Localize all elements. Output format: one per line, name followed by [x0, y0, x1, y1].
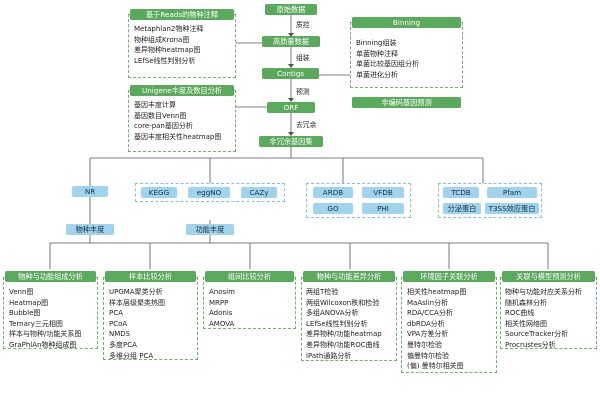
analysis-item: 多组ANOVA分析 [306, 309, 359, 318]
analysis-item: 两组Wilcoxon秩和检验 [306, 298, 380, 307]
analysis-item: GraPhlAn物种组成图 [9, 340, 77, 349]
analysis-panel-sample-compare: UPGMA聚类分析 样本层级聚类热图 PCA PCoA NMDS 多度PCA 多… [103, 277, 198, 360]
analysis-item: Venn图 [9, 288, 34, 296]
reads-item: Metaphlan2物种注释 [134, 25, 204, 33]
flow-predict-label: 预测 [296, 88, 310, 96]
analysis-item: LEfSe线性判别分析 [306, 319, 368, 328]
analysis-item: ROC曲线 [505, 309, 535, 318]
analysis-panel-environment: 相关性heatmap图 MaAslin分析 RDA/CCA分析 dbRDA分析 … [401, 277, 497, 373]
db-ardb: ARDB [313, 187, 353, 198]
analysis-item: 多度PCA [109, 340, 137, 349]
analysis-item: dbRDA分析 [407, 319, 445, 328]
unigene-panel: 基因丰度计算 基因数目Venn图 core-pan基因分析 基因丰度相关性hea… [128, 90, 236, 152]
analysis-item: NMDS [109, 330, 131, 339]
analysis-panel-composition: Venn图 Heatmap图 Bubble图 Ternary三元相图 样本与物种… [3, 277, 98, 349]
function-abundance: 功能丰度 [186, 224, 234, 235]
analysis-item: 物种与功能对应关系分析 [505, 288, 582, 296]
db-go: GO [313, 203, 353, 214]
db-nr: NR [72, 186, 108, 197]
analysis-item: Ternary三元相图 [9, 319, 63, 328]
analysis-item: (偏) 曼特尔相关图 [407, 362, 464, 371]
binning-item: Binning组装 [356, 39, 397, 47]
analysis-item: PCA [109, 309, 123, 318]
binning-item: 单菌比较基因组分析 [356, 60, 419, 69]
flow-assemble-label: 组装 [296, 54, 310, 62]
flow-dedup-label: 去冗余 [296, 121, 317, 129]
analysis-item: AMOVA [209, 319, 235, 328]
analysis-item: Heatmap图 [9, 298, 49, 307]
binning-panel-title: Binning [352, 17, 461, 28]
analysis-item: 相关性网络图 [505, 319, 547, 328]
analysis-item: Bubble图 [9, 309, 41, 318]
analysis-title-difference: 物种与功能差异分析 [303, 271, 395, 282]
reads-item: LEfSe线性判别分析 [134, 56, 196, 65]
analysis-item: 随机森林分析 [505, 298, 547, 307]
analysis-item: iPath通路分析 [306, 351, 352, 360]
reads-item: 物种组成Krona图 [134, 35, 190, 44]
analysis-item: 差异物种/功能ROC曲线 [306, 340, 380, 349]
analysis-title-prediction: 关联与模型预测分析 [502, 271, 595, 282]
db-eggnog: eggNO [188, 187, 230, 198]
db-phi: PHI [362, 203, 404, 214]
analysis-item: MaAslin分析 [407, 298, 449, 307]
analysis-item: PCoA [109, 319, 128, 328]
db-pfam: Pfam [487, 187, 537, 198]
species-abundance: 物种丰度 [66, 224, 114, 235]
analysis-item: Adonis [209, 309, 233, 318]
analysis-panel-prediction: 物种与功能对应关系分析 随机森林分析 ROC曲线 相关性网络图 SourceTr… [500, 277, 597, 349]
db-vfdb: VFDB [362, 187, 404, 198]
analysis-item: 曼特尔检验 [407, 340, 442, 349]
analysis-item: Anosim [209, 288, 235, 296]
binning-item: 单菌物种注释 [356, 49, 398, 58]
db-secreted-protein: 分泌蛋白 [443, 203, 481, 214]
flow-contigs: Contigs [262, 68, 319, 79]
analysis-item: 样本层级聚类热图 [109, 298, 165, 307]
reads-annotation-panel: Metaphlan2物种注释 物种组成Krona图 差异物种heatmap图 L… [128, 14, 236, 78]
flow-qc-label: 质控 [296, 21, 310, 29]
analysis-item: 两组T检验 [306, 288, 339, 296]
unigene-item: 基因数目Venn图 [134, 111, 187, 120]
flow-gene-set: 非冗余基因集 [259, 136, 323, 147]
analysis-item: 偏曼特尔检验 [407, 351, 449, 360]
unigene-item: 基因丰度计算 [134, 101, 176, 109]
binning-panel: Binning组装 单菌物种注释 单菌比较基因组分析 单菌进化分析 [350, 22, 463, 88]
reads-panel-title: 基于Reads的物种注释 [130, 9, 234, 20]
analysis-title-sample-compare: 样本比较分析 [105, 271, 196, 282]
analysis-title-group-compare: 组间比较分析 [205, 271, 294, 282]
analysis-title-composition: 物种与功能组成分析 [5, 271, 96, 282]
noncoding-prediction: 非编码基因预测 [352, 97, 461, 108]
analysis-item: UPGMA聚类分析 [109, 288, 163, 296]
db-t3ss-effector: T3SS效应蛋白 [485, 203, 539, 214]
flow-orf: ORF [267, 102, 315, 113]
flow-clean-data: 高质量数据 [262, 36, 320, 47]
analysis-panel-group-compare: Anosim MRPP Adonis AMOVA [203, 277, 296, 329]
analysis-panel-difference: 两组T检验 两组Wilcoxon秩和检验 多组ANOVA分析 LEfSe线性判别… [301, 277, 397, 361]
analysis-item: Procrustes分析 [505, 340, 556, 349]
analysis-item: RDA/CCA分析 [407, 309, 453, 318]
analysis-item: 多维分组 PCA [109, 351, 154, 360]
analysis-item: 差异物种/功能heatmap [306, 330, 382, 339]
db-cazy: CAZy [241, 187, 277, 198]
db-tcdb: TCDB [443, 187, 479, 198]
unigene-item: 基因丰度相关性heatmap图 [134, 132, 222, 141]
db-kegg: KEGG [141, 187, 177, 198]
flow-raw-data: 原始数据 [265, 4, 317, 15]
analysis-title-environment: 环境因子关联分析 [403, 271, 495, 282]
binning-item: 单菌进化分析 [356, 70, 398, 79]
analysis-item: 相关性heatmap图 [407, 288, 467, 296]
unigene-panel-title: Unigene丰度及数目分析 [130, 85, 234, 96]
unigene-item: core-pan基因分析 [134, 122, 193, 131]
reads-item: 差异物种heatmap图 [134, 46, 201, 55]
analysis-item: 样本与物种/功能关系图 [9, 330, 82, 339]
analysis-item: VPA方差分析 [407, 330, 449, 339]
analysis-item: SourceTracker分析 [505, 330, 569, 339]
analysis-item: MRPP [209, 298, 229, 307]
